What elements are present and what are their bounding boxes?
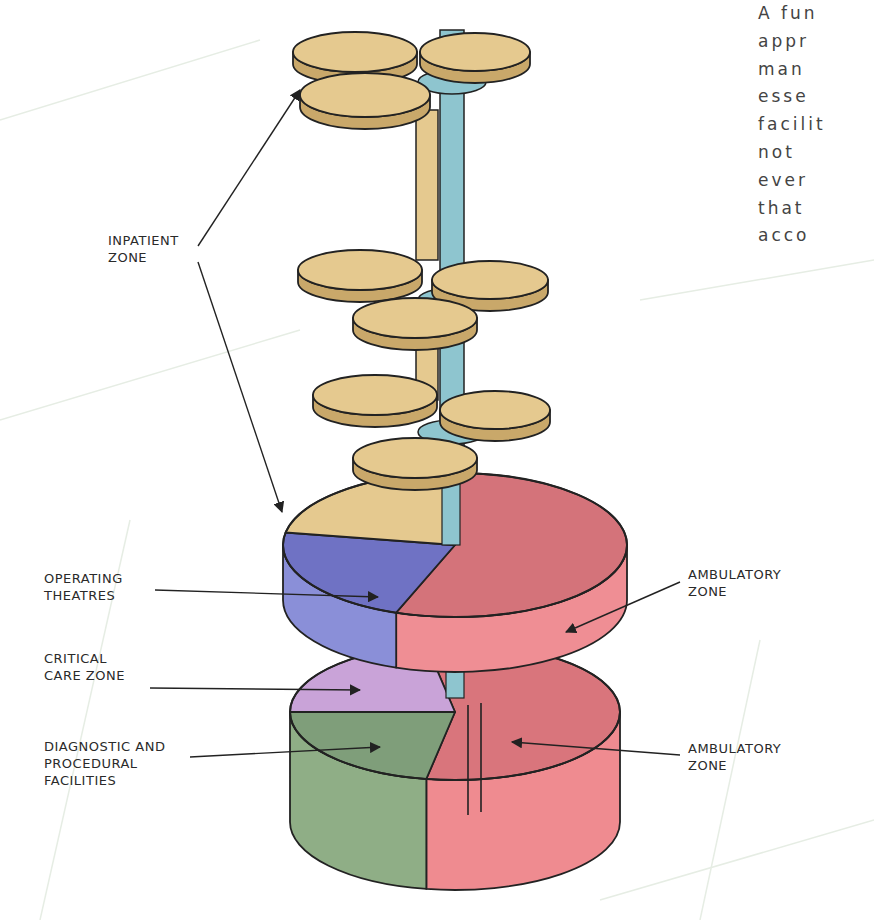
inpatient-pod xyxy=(432,261,548,299)
inpatient-pod xyxy=(293,32,417,72)
paragraph-fragment: A fun appr man esse facilit not ever tha… xyxy=(758,0,833,250)
leader-lines xyxy=(150,90,680,757)
zone-label: DIAGNOSTIC AND PROCEDURAL FACILITIES xyxy=(44,738,184,789)
leader-line xyxy=(198,262,282,512)
inpatient-pod xyxy=(420,33,530,71)
inpatient-pod xyxy=(300,73,430,117)
zone-label: CRITICAL CARE ZONE xyxy=(44,650,144,684)
inpatient-pod xyxy=(313,375,437,415)
zone-sector xyxy=(290,712,455,779)
background-grid xyxy=(0,40,874,920)
zone-label: AMBULATORY ZONE xyxy=(688,740,810,774)
inpatient-pod xyxy=(353,438,477,478)
grid-line xyxy=(0,40,260,120)
inpatient-pod xyxy=(440,391,550,429)
leader-line xyxy=(150,688,360,690)
zone-sector xyxy=(283,532,455,612)
leader-line xyxy=(190,747,380,757)
core-channel xyxy=(468,703,481,815)
grid-line xyxy=(600,820,874,900)
grid-line xyxy=(640,260,874,300)
leader-line xyxy=(566,582,680,632)
pod-stem xyxy=(416,110,438,260)
grid-line xyxy=(700,640,760,920)
leader-line xyxy=(155,590,378,597)
inpatient-pod xyxy=(353,298,477,338)
inpatient-pod xyxy=(298,250,422,290)
zone-label: INPATIENT ZONE xyxy=(108,232,196,266)
zone-label: OPERATING THEATRES xyxy=(44,570,152,604)
leader-line xyxy=(198,90,300,246)
leader-line xyxy=(512,742,680,755)
tower-drawing xyxy=(283,30,627,890)
zone-label: AMBULATORY ZONE xyxy=(688,566,810,600)
grid-line xyxy=(0,330,300,420)
